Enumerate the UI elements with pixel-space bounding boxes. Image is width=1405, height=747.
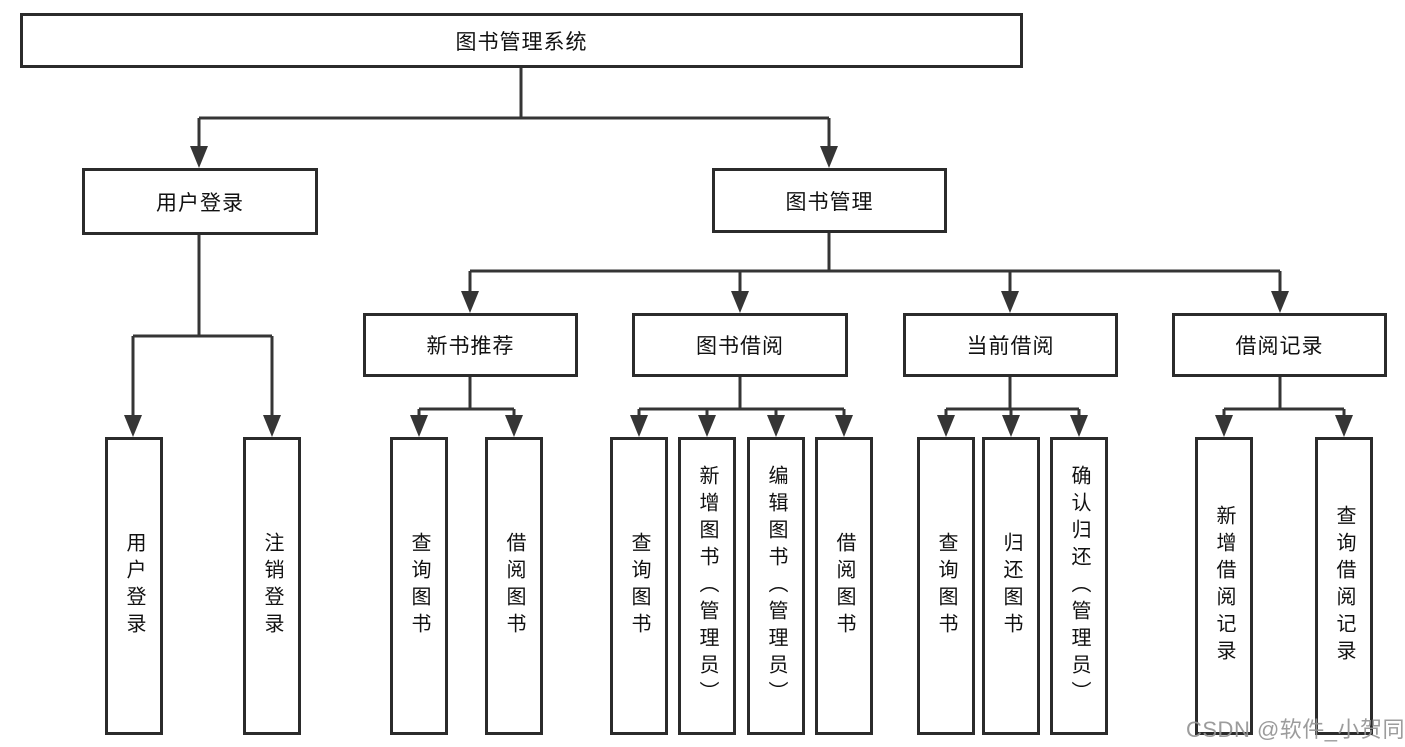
node-label: 图书管理 [785, 190, 874, 214]
leaf-query-book-recommend: 查询图书 [390, 437, 448, 735]
node-new-book-recommend: 新书推荐 [363, 313, 578, 377]
leaf-add-borrow-record: 新增借阅记录 [1195, 437, 1253, 735]
leaf-label: 查询图书 [408, 532, 430, 640]
leaf-label: 新增图书（管理员） [696, 464, 718, 708]
leaf-label: 编辑图书（管理员） [765, 464, 787, 708]
node-label: 用户登录 [156, 191, 244, 215]
leaf-label: 确认归还（管理员） [1068, 464, 1090, 708]
leaf-add-book-admin: 新增图书（管理员） [678, 437, 736, 735]
leaf-label: 用户登录 [123, 532, 145, 640]
leaf-label: 新增借阅记录 [1213, 505, 1235, 667]
leaf-borrow-book-recommend: 借阅图书 [485, 437, 543, 735]
node-label: 图书借阅 [696, 335, 784, 358]
leaf-label: 借阅图书 [503, 532, 525, 640]
leaf-label: 归还图书 [1000, 532, 1022, 640]
node-user-login: 用户登录 [82, 168, 318, 235]
node-label: 新书推荐 [426, 335, 515, 358]
node-book-management: 图书管理 [712, 168, 947, 233]
leaf-return-book: 归还图书 [982, 437, 1040, 735]
leaf-label: 查询图书 [628, 532, 650, 640]
leaf-query-book-borrow: 查询图书 [610, 437, 668, 735]
leaf-confirm-return-admin: 确认归还（管理员） [1050, 437, 1108, 735]
leaf-label: 查询图书 [935, 532, 957, 640]
leaf-label: 查询借阅记录 [1333, 505, 1355, 667]
leaf-logout: 注销登录 [243, 437, 301, 735]
leaf-user-login: 用户登录 [105, 437, 163, 735]
leaf-query-book-current: 查询图书 [917, 437, 975, 735]
leaf-query-borrow-record: 查询借阅记录 [1315, 437, 1373, 735]
node-label: 当前借阅 [966, 335, 1055, 358]
leaf-borrow-book: 借阅图书 [815, 437, 873, 735]
node-label: 图书管理系统 [455, 30, 588, 54]
node-label: 借阅记录 [1235, 335, 1324, 358]
leaf-label: 注销登录 [261, 532, 283, 640]
node-current-borrow: 当前借阅 [903, 313, 1118, 377]
leaf-label: 借阅图书 [833, 532, 855, 640]
leaf-edit-book-admin: 编辑图书（管理员） [747, 437, 805, 735]
csdn-watermark: CSDN @软件_小贺同学 [1186, 717, 1405, 742]
node-book-borrow: 图书借阅 [632, 313, 848, 377]
node-library-management-system: 图书管理系统 [20, 13, 1023, 68]
node-borrow-records: 借阅记录 [1172, 313, 1387, 377]
